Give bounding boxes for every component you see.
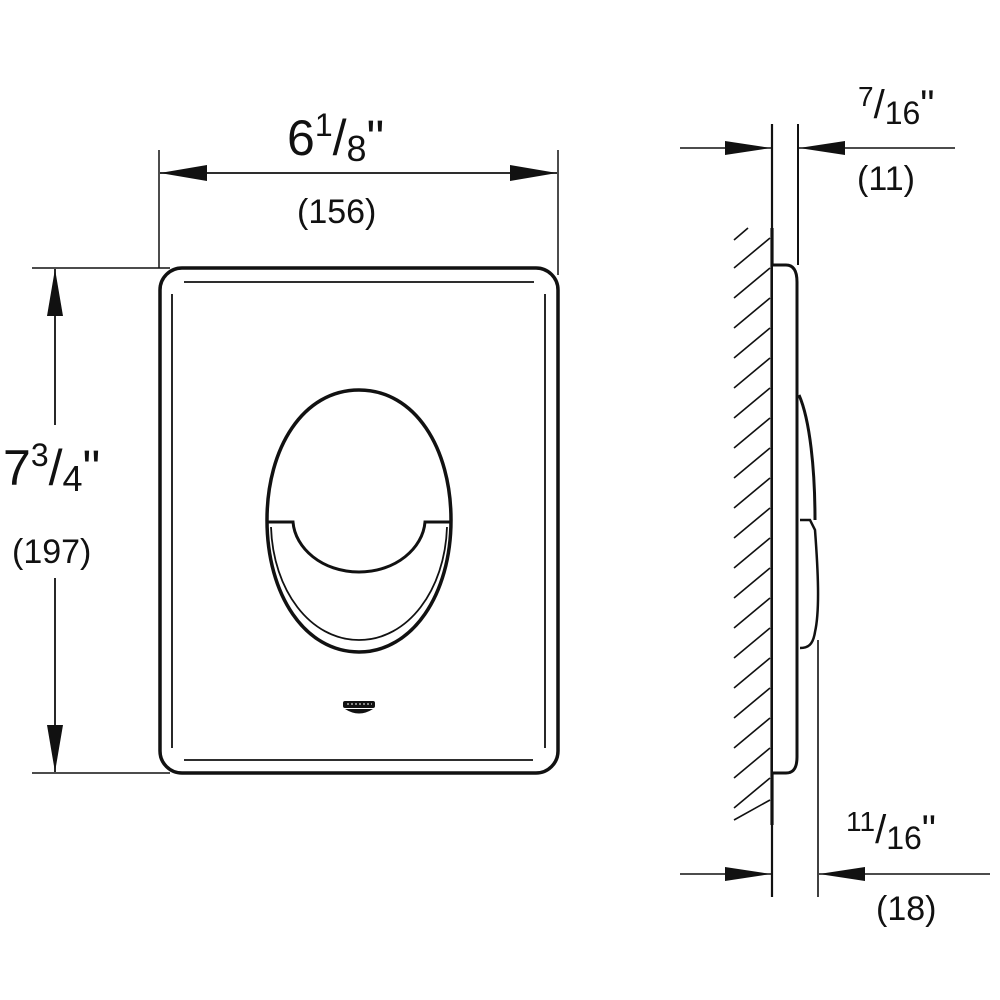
width-metric-label: (156) xyxy=(297,193,377,231)
thickness-numerator: 7 xyxy=(858,81,874,112)
height-unit: " xyxy=(82,440,101,496)
total-depth-imperial-label: 11/16" xyxy=(846,808,936,855)
total-depth-metric-label: (18) xyxy=(876,890,937,928)
thickness-unit: " xyxy=(920,83,935,127)
height-numerator: 3 xyxy=(30,437,49,473)
height-slash: / xyxy=(48,440,63,496)
height-metric-label: (197) xyxy=(12,533,92,571)
height-imperial-label: 73/4" xyxy=(3,439,101,497)
side-view xyxy=(680,124,990,897)
flush-button-divider xyxy=(268,520,450,574)
front-view xyxy=(32,150,560,775)
plate-profile xyxy=(773,263,799,775)
depth-slash: / xyxy=(875,808,887,852)
plate-outline xyxy=(158,266,560,775)
total-depth-dimension-line xyxy=(680,867,990,881)
height-dimension-line xyxy=(47,269,63,772)
flush-button[interactable] xyxy=(265,388,453,654)
height-denominator: 4 xyxy=(62,458,83,499)
depth-denominator: 16 xyxy=(886,820,922,856)
height-whole: 7 xyxy=(3,440,31,496)
depth-numerator: 11 xyxy=(846,806,876,837)
plate-thickness-dimension-line xyxy=(680,141,955,155)
width-slash: / xyxy=(332,110,347,166)
wall-hatch-icon xyxy=(733,227,771,821)
width-numerator: 1 xyxy=(314,107,333,143)
depth-unit: " xyxy=(921,808,936,852)
plate-thickness-imperial-label: 7/16" xyxy=(858,83,935,130)
width-dimension-line xyxy=(160,165,557,181)
plate-thickness-metric-label: (11) xyxy=(857,160,915,198)
plate-bevel-lines xyxy=(171,281,546,761)
width-whole: 6 xyxy=(287,110,315,166)
thickness-slash: / xyxy=(873,83,885,127)
width-denominator: 8 xyxy=(346,128,367,169)
flush-button-outline xyxy=(265,388,453,654)
brand-logo-icon xyxy=(343,701,375,714)
button-profile xyxy=(797,394,820,650)
width-unit: " xyxy=(366,110,385,166)
flush-button-inner-contour xyxy=(270,526,448,641)
thickness-denominator: 16 xyxy=(884,95,921,131)
width-imperial-label: 61/8" xyxy=(287,109,385,167)
